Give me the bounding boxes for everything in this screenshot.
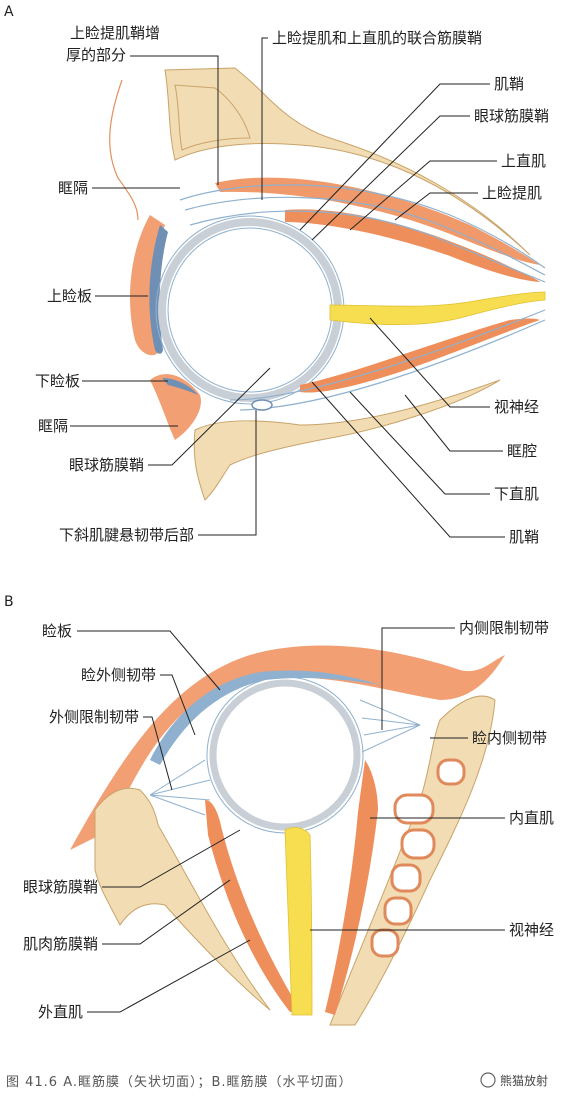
leader-b-tarsus: [77, 630, 221, 691]
label-b-lateral-palpebral: 睑外侧韧带: [81, 666, 156, 684]
leader-b-lateral-check: [143, 716, 173, 791]
inferior-rectus-muscle: [300, 318, 540, 393]
label-b-lateral-rectus: 外直肌: [38, 1003, 83, 1021]
eyeball-b: [209, 679, 361, 831]
upper-orbital-bone-inner: [174, 84, 251, 151]
face-profile: [109, 79, 139, 221]
label-b-optic-nerve: 视神经: [509, 921, 554, 939]
leader-b-medial-check: [381, 627, 455, 730]
label-thickened-part-1: 上睑提肌鞘增: [70, 24, 160, 42]
upper-orbital-rim-bone: [164, 67, 531, 256]
label-inferior-rectus: 下直肌: [494, 485, 539, 503]
leader-b-lateral-palpebral: [160, 674, 196, 736]
lower-tarsus-plate: [162, 378, 198, 395]
label-optic-nerve-a: 视神经: [494, 398, 539, 416]
label-tenon-right: 眼球筋膜鞘: [474, 107, 549, 125]
label-septum-lower: 眶隔: [38, 417, 68, 435]
watermark: 熊猫放射: [480, 1072, 548, 1088]
leader-tenon: [148, 367, 271, 466]
label-joint-sheath: 上睑提肌和上直肌的联合筋膜鞘: [272, 29, 482, 47]
panel-b-letter: B: [4, 594, 14, 610]
lower-orbital-bone: [193, 379, 501, 501]
label-sheath-bottom: 肌鞘: [509, 528, 539, 546]
leader-orbit: [404, 394, 503, 452]
figure-caption: 图 41.6 A.眶筋膜（矢状切面）；B.眶筋膜（水平切面）: [6, 1074, 353, 1090]
leader-inferior-rectus: [349, 391, 490, 495]
optic-nerve-b: [284, 827, 313, 1016]
leader-sheath-bottom: [311, 381, 505, 538]
optic-nerve-a: [329, 291, 546, 326]
upper-fascia-lines: [179, 184, 546, 283]
label-b-tenon: 眼球筋膜鞘: [23, 878, 98, 896]
panel-b: B: [4, 594, 554, 1026]
leader-optic-nerve: [369, 317, 490, 408]
tarsus-b: [150, 670, 380, 765]
medial-check-fan: [359, 699, 421, 753]
eyeball-a: [158, 218, 342, 402]
leader-levator: [394, 192, 478, 221]
leader-superior-rectus: [349, 160, 497, 231]
panel-a-letter: A: [4, 4, 14, 20]
lateral-rectus-b: [205, 800, 300, 1012]
label-orbit: 眶腔: [507, 442, 537, 460]
label-sheath-top: 肌鞘: [494, 75, 524, 93]
label-b-medial-palpebral: 睑内侧韧带: [472, 729, 547, 747]
lateral-check-fan: [149, 759, 211, 816]
watermark-text: 熊猫放射: [500, 1073, 548, 1088]
label-b-muscle-fascia: 肌肉筋膜鞘: [23, 935, 98, 953]
ethmoid-air-cells: [370, 758, 466, 958]
watermark-icon: [480, 1072, 496, 1088]
label-b-lateral-check: 外侧限制韧带: [49, 708, 139, 726]
leader-tenon-right: [311, 115, 470, 241]
label-b-medial-rectus: 内直肌: [509, 809, 554, 827]
lateral-orbital-bone: [94, 787, 271, 1011]
leader-b-lateral-rectus: [87, 939, 251, 1013]
panel-a: A: [4, 4, 549, 546]
label-septum-upper: 眶隔: [58, 179, 88, 197]
label-tenon-a: 眼球筋膜鞘: [69, 456, 144, 474]
lower-fascia-lines: [229, 309, 546, 411]
leader-sheath-top: [299, 83, 490, 231]
label-levator: 上睑提肌: [482, 184, 542, 202]
label-upper-tarsus: 上睑板: [47, 287, 92, 305]
label-lower-tarsus: 下睑板: [35, 372, 80, 390]
leader-inferior-oblique: [198, 410, 257, 536]
leader-b-tenon: [102, 829, 241, 888]
label-inferior-oblique: 下斜肌腱悬韧带后部: [59, 526, 194, 544]
label-thickened-part-2: 厚的部分: [66, 46, 126, 64]
label-b-medial-check: 内侧限制韧带: [459, 619, 549, 637]
label-b-tarsus: 睑板: [42, 622, 72, 640]
inferior-oblique-tendon: [251, 399, 273, 411]
leader-joint-sheath: [261, 37, 268, 200]
leader-b-muscle-fascia: [102, 879, 231, 945]
medial-rectus-b: [325, 760, 378, 1015]
label-superior-rectus: 上直肌: [501, 152, 546, 170]
superior-rectus-muscle: [285, 209, 540, 282]
leader-thickened-part: [130, 55, 219, 185]
